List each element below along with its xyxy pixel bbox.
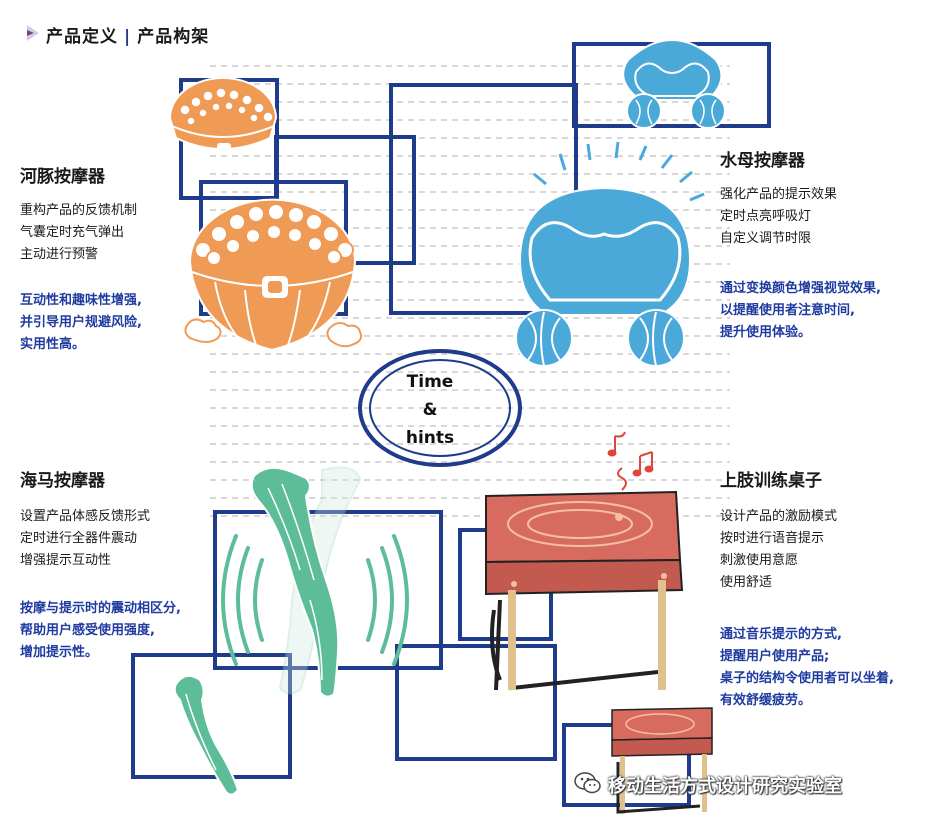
center-line2: & [422,400,438,420]
music-notes [607,431,654,491]
desk-title: 上肢训练桌子 [720,471,822,491]
desk-benefit: 提醒用户使用产品; [720,649,830,664]
seahorse-feature: 定时进行全器件震动 [20,531,138,546]
desk-feature: 按时进行语音提示 [720,531,825,546]
dolphin-benefit: 互动性和趣味性增强, [20,293,142,308]
seahorse-feature: 增强提示互动性 [20,553,112,568]
dolphin-feature: 重构产品的反馈机制 [20,203,138,218]
dolphin-benefit: 并引导用户规避风险, [20,315,142,330]
jellyfish-title: 水母按摩器 [720,151,805,171]
seahorse-benefit: 帮助用户感受使用强度, [20,623,155,638]
jellyfish-benefit: 通过变换颜色增强视觉效果, [720,281,881,296]
desk-feature: 使用舒适 [720,575,773,590]
seahorse-feature: 设置产品体感反馈形式 [20,509,151,524]
jellyfish-benefit: 提升使用体验。 [720,325,812,340]
desk-feature: 刺激使用意愿 [720,553,799,568]
sound-waves [221,534,409,666]
wechat-icon [574,772,601,794]
jellyfish-feature: 强化产品的提示效果 [720,187,838,202]
dolphin-benefits: 互动性和趣味性增强, 并引导用户规避风险, 实用性高。 [20,290,142,356]
jellyfish-feature: 自定义调节时限 [720,231,812,246]
training-desk-small [611,707,713,814]
desk-benefit: 有效舒缓疲劳。 [720,693,812,708]
jellyfish-benefits: 通过变换颜色增强视觉效果, 以提醒使用者注意时间, 提升使用体验。 [720,278,881,344]
desk-benefit: 通过音乐提示的方式, [720,627,842,642]
dolphin-feature: 气囊定时充气弹出 [20,225,125,240]
jellyfish-massager-large [515,141,705,367]
title-separator: | [124,27,132,47]
dolphin-feature: 主动进行预警 [20,247,99,262]
seahorse-title: 海马按摩器 [20,471,105,491]
dolphin-massager-small [168,77,278,155]
watermark-text: 移动生活方式设计研究实验室 [608,776,842,797]
center-line1: Time [406,372,454,392]
seahorse-features: 设置产品体感反馈形式 定时进行全器件震动 增强提示互动性 [20,506,150,572]
dolphin-massager-large [184,198,363,352]
page-title: 产品定义 |产品构架 [46,22,209,47]
desk-feature: 设计产品的激励模式 [720,509,838,524]
jellyfish-features: 强化产品的提示效果 定时点亮呼吸灯 自定义调节时限 [720,184,837,250]
center-ellipse [358,349,522,467]
airbag-puffs [184,318,363,348]
seahorse-massager-large [250,466,340,698]
desk-benefit: 桌子的结构令使用者可以坐着, [720,671,894,686]
dolphin-title: 河豚按摩器 [20,167,105,187]
title-part2: 产品构架 [137,27,210,47]
title-marker-icon [27,25,39,41]
center-line3: hints [405,428,455,448]
training-desk-large [485,490,684,691]
desk-benefits: 通过音乐提示的方式, 提醒用户使用产品; 桌子的结构令使用者可以坐着, 有效舒缓… [720,624,894,712]
seahorse-benefits: 按摩与提示时的震动相区分, 帮助用户感受使用强度, 增加提示性。 [20,598,181,664]
seahorse-massager-small [173,674,240,796]
jellyfish-massager-small [622,39,726,129]
seahorse-benefit: 按摩与提示时的震动相区分, [20,601,181,616]
desk-features: 设计产品的激励模式 按时进行语音提示 刺激使用意愿 使用舒适 [720,506,837,594]
jellyfish-benefit: 以提醒使用者注意时间, [720,303,855,318]
center-label: Time & hints [385,368,475,452]
jellyfish-feature: 定时点亮呼吸灯 [720,209,812,224]
seahorse-benefit: 增加提示性。 [20,645,99,660]
title-part1: 产品定义 [46,27,118,47]
dolphin-features: 重构产品的反馈机制 气囊定时充气弹出 主动进行预警 [20,200,137,266]
dolphin-benefit: 实用性高。 [20,337,86,352]
glow-rays [533,141,705,202]
